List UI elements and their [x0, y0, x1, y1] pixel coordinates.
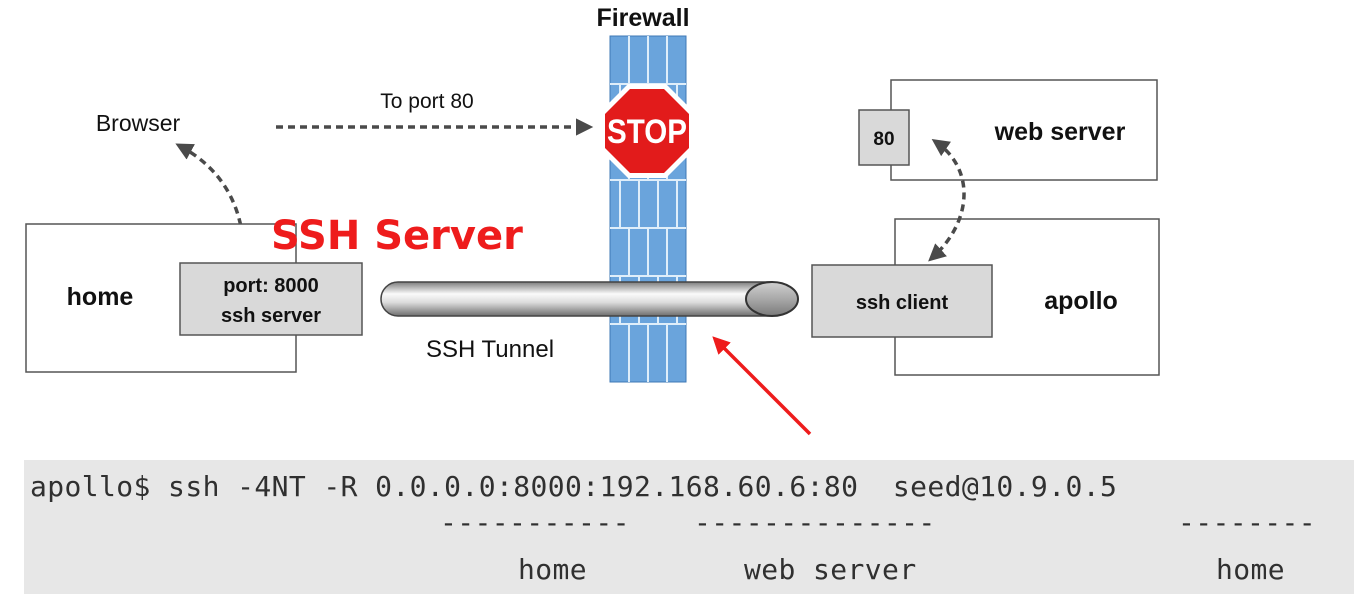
firewall-label: Firewall — [596, 4, 689, 32]
blocked-request-label: To port 80 — [380, 90, 473, 113]
command-label-home: home — [518, 553, 588, 586]
browser-label: Browser — [96, 110, 181, 136]
command-underline-home: ----------- — [440, 506, 630, 539]
red-arrow-icon — [712, 336, 812, 436]
command-underline-web-server: -------------- — [694, 506, 936, 539]
web-server-host-label: web server — [994, 118, 1126, 146]
command-panel — [24, 460, 1354, 594]
command-label-home-2: home — [1216, 553, 1286, 586]
command-line: apollo$ ssh -4NT -R 0.0.0.0:8000:192.168… — [30, 470, 1118, 503]
ssh-server-overlay-label: SSH Server — [271, 213, 523, 259]
command-label-web-server: web server — [744, 553, 917, 586]
apollo-client-box — [811, 264, 993, 338]
command-underline-home-2: -------- — [1178, 506, 1317, 539]
ssh-tunnel-pipe — [380, 281, 799, 317]
home-host-label: home — [67, 283, 134, 311]
web-server-port-label: 80 — [873, 129, 894, 150]
apollo-host-label: apollo — [1044, 287, 1118, 315]
stop-sign-icon: STOP — [600, 84, 694, 178]
double-headed-dashed-arrow-icon — [928, 139, 966, 262]
home-port-box-line2: ssh server — [221, 305, 321, 327]
home-port-box-line1: port: 8000 — [223, 275, 319, 297]
stop-sign-text: STOP — [607, 113, 687, 151]
ssh-tunnel-label: SSH Tunnel — [426, 336, 554, 363]
home-port-box — [179, 262, 363, 336]
web-server-port-box — [858, 109, 910, 166]
apollo-client-label: ssh client — [856, 292, 949, 314]
